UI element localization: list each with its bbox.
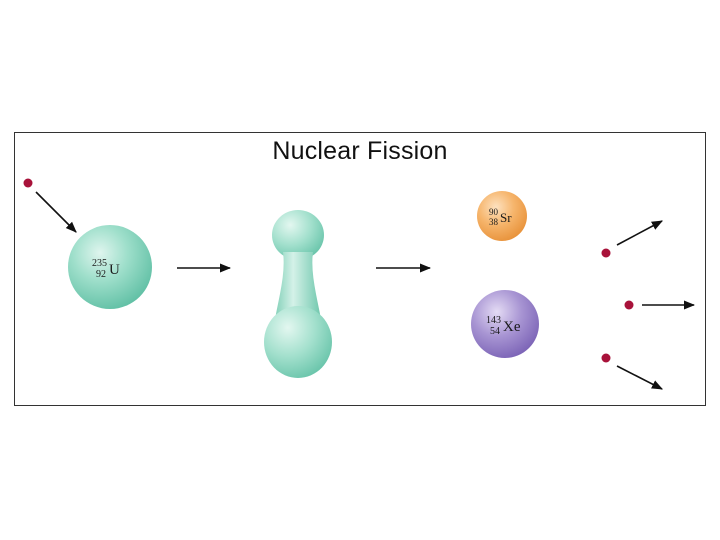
strontium-mass-number: 90 [489, 207, 499, 217]
strontium-nucleus: 90 38 Sr [477, 191, 527, 241]
deformed-nucleus [264, 210, 332, 378]
uranium-symbol: U [109, 262, 120, 278]
outgoing-neutron-2 [624, 300, 634, 310]
xenon-nucleus: 143 54 Xe [471, 290, 539, 358]
uranium-mass-number: 235 [92, 258, 107, 269]
uranium-nucleus: 235 92 U [68, 225, 152, 309]
xenon-atomic-number: 54 [490, 326, 500, 337]
xenon-symbol: Xe [503, 319, 521, 335]
incoming-neutron-arrow [35, 191, 77, 233]
incoming-neutron [23, 178, 33, 188]
diagram-title: Nuclear Fission [272, 137, 448, 165]
strontium-atomic-number: 38 [489, 217, 499, 227]
strontium-symbol: Sr [500, 210, 512, 225]
xenon-mass-number: 143 [486, 315, 501, 326]
outgoing-neutron-3 [601, 353, 611, 363]
uranium-atomic-number: 92 [96, 269, 106, 280]
outgoing-neutron-1 [601, 248, 611, 258]
outgoing-neutron-arrow-1 [616, 220, 663, 246]
outgoing-neutron-arrow-3 [616, 365, 663, 390]
